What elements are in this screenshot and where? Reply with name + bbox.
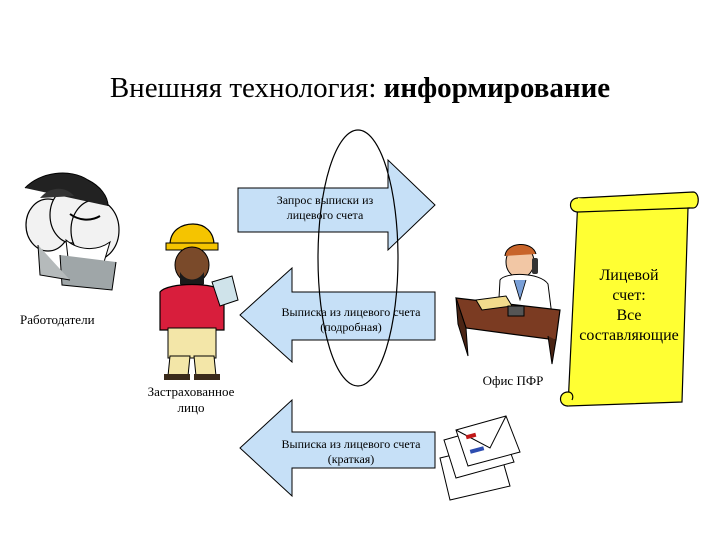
scroll-line4: составляющие xyxy=(579,327,679,344)
scroll-line1: Лицевой xyxy=(599,267,659,284)
title-prefix: Внешняя технология: xyxy=(109,72,384,104)
highlight-ellipse xyxy=(317,129,399,387)
personal-account-text: Лицевой счет: Все составляющие xyxy=(566,266,692,346)
brief-arrow-line2: (краткая) xyxy=(327,452,375,466)
envelopes-illustration xyxy=(439,415,521,501)
brief-statement-arrow xyxy=(239,398,436,498)
scroll-line3: Все xyxy=(616,307,642,324)
employers-label: Работодатели xyxy=(20,312,95,327)
request-arrow-line2: лицевого счета xyxy=(286,208,364,222)
pfr-office-illustration xyxy=(455,244,561,365)
request-arrow-line1: Запрос выписки из xyxy=(276,193,374,207)
detailed-arrow-label: Выписка из лицевого счета (подробная) xyxy=(262,305,440,335)
employers-illustration xyxy=(24,172,120,291)
insured-line1: Застрахованное xyxy=(147,384,235,399)
request-arrow-label: Запрос выписки из лицевого счета xyxy=(250,193,400,223)
pfr-office-label: Офис ПФР xyxy=(482,373,544,388)
title-emphasis: информирование xyxy=(383,72,611,104)
detailed-arrow-line1: Выписка из лицевого счета xyxy=(281,305,421,319)
brief-arrow-line1: Выписка из лицевого счета xyxy=(281,437,421,451)
scroll-line2: счет: xyxy=(612,287,646,304)
detailed-statement-arrow xyxy=(239,266,436,364)
insured-person-label: Застрахованное лицо xyxy=(126,384,256,416)
page-title: Внешняя технология: информирование xyxy=(0,72,720,105)
request-arrow xyxy=(237,158,436,252)
insured-person-illustration xyxy=(159,223,239,380)
scroll-graphic xyxy=(559,191,699,407)
detailed-arrow-line2: (подробная) xyxy=(320,320,382,334)
insured-line2: лицо xyxy=(177,400,205,415)
brief-arrow-label: Выписка из лицевого счета (краткая) xyxy=(262,437,440,467)
